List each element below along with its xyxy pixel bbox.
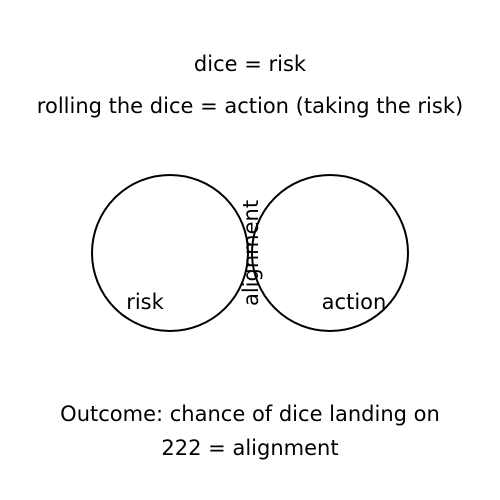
risk-label: risk — [126, 290, 164, 314]
outcome-line: Outcome: chance of dice landing on — [60, 402, 440, 426]
alignment-label: alignment — [239, 200, 263, 306]
risk-circle — [91, 174, 249, 332]
definition-dice: dice = risk — [193, 52, 307, 76]
action-label: action — [322, 290, 387, 314]
action-circle — [251, 174, 409, 332]
definition-rolling: rolling the dice = action (taking the ri… — [36, 94, 464, 118]
outcome-value: 222 = alignment — [161, 436, 339, 460]
